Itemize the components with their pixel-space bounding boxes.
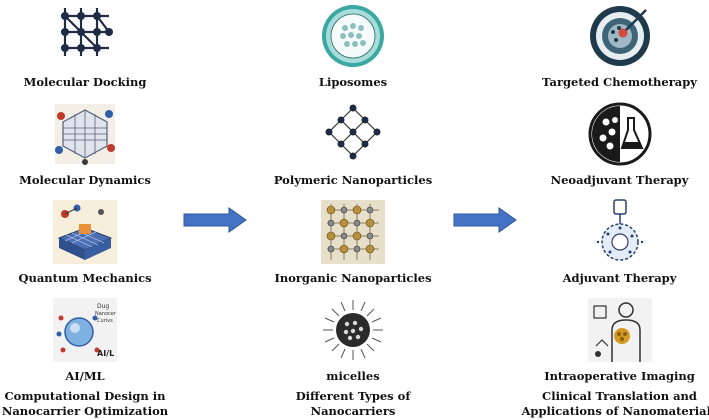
flow-arrow	[183, 207, 247, 233]
column-caption: Computational Design in Nanocarrier Opti…	[0, 389, 182, 419]
item-label: micelles	[326, 369, 380, 383]
item-label: Quantum Mechanics	[18, 271, 152, 285]
ai-icon-text: AI/L	[97, 349, 114, 358]
item-label: Polymeric Nanoparticles	[273, 173, 433, 187]
flow-arrow	[453, 207, 517, 233]
column-caption: Clinical Translation and Applications of…	[518, 389, 709, 419]
caption-line: Different Types of	[295, 389, 411, 403]
item-label: Neoadjuvant Therapy	[550, 173, 689, 187]
item-label: Molecular Dynamics	[19, 173, 151, 187]
item-label: AI/ML	[65, 369, 105, 383]
liposome-icon	[319, 2, 387, 70]
nanocarriers-column: Liposomes Polymeric Nanopartic	[256, 0, 450, 420]
ai-icon-text: Dug	[97, 303, 109, 310]
inorganic-lattice-icon	[319, 198, 387, 266]
quantum-grid-icon	[51, 198, 119, 266]
molecular-network-icon	[51, 100, 119, 168]
caption-line: Applications of Nanomaterials	[521, 404, 709, 418]
imaging-figure-icon	[586, 296, 654, 364]
item-label: Molecular Docking	[23, 75, 147, 89]
column-caption: Different Types of Nanocarriers	[244, 389, 462, 419]
item-label: Targeted Chemotherapy	[542, 75, 697, 89]
ai-icon-text: Curivs	[97, 318, 113, 324]
item-label: Liposomes	[318, 75, 388, 89]
item-label: Inorganic Nanoparticles	[274, 271, 432, 285]
lattice-graph-icon	[51, 2, 119, 70]
applications-column: Targeted Chemotherapy Neoadjuvant Therap…	[522, 0, 709, 420]
ai-molecule-icon: Dug Nanocer Curivs AI/L	[51, 296, 119, 364]
micelle-icon	[319, 296, 387, 364]
item-label: Intraoperative Imaging	[544, 369, 695, 383]
caption-line: Clinical Translation and	[542, 389, 697, 403]
target-cell-icon	[586, 2, 654, 70]
ai-icon-text: Nanocer	[95, 311, 117, 317]
polymer-network-icon	[319, 100, 387, 168]
caption-line: Nanocarrier Optimization	[1, 404, 169, 418]
drip-cell-icon	[586, 198, 654, 266]
caption-line: Nanocarriers	[310, 404, 396, 418]
caption-line: Computational Design in	[4, 389, 166, 403]
computational-design-column: Molecular Docking Molecular Dynamics	[0, 0, 170, 420]
item-label: Adjuvant Therapy	[562, 271, 677, 285]
cell-flask-icon	[586, 100, 654, 168]
